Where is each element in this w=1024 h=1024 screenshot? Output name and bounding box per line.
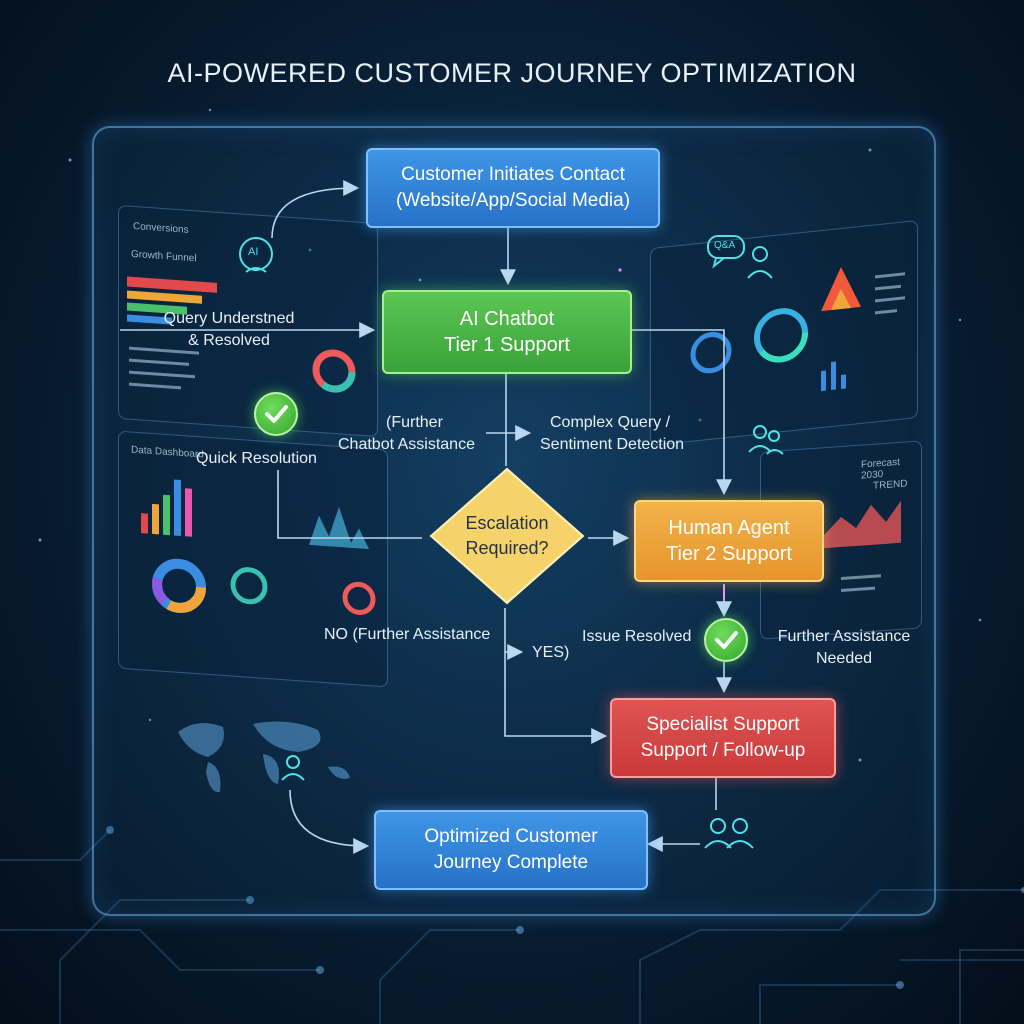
start-line2: (Website/App/Social Media) bbox=[395, 190, 631, 211]
decision-line1: Escalation bbox=[465, 513, 549, 533]
agent-icon bbox=[746, 420, 786, 456]
users-icon bbox=[702, 814, 756, 850]
chat-person-icon: Q&A bbox=[706, 232, 776, 282]
further-needed-line1: Further Assistance bbox=[777, 628, 911, 645]
query-resolved-line2: & Resolved bbox=[188, 332, 270, 349]
ai-head-icon: AI bbox=[232, 232, 280, 276]
check-icon bbox=[254, 392, 298, 436]
analytics-graphic bbox=[690, 267, 905, 392]
check-icon bbox=[704, 618, 748, 662]
right-bottom-dashboard-panel: Forecast 2030 TREND bbox=[760, 440, 922, 640]
specialist-line2: Support / Follow-up bbox=[640, 740, 806, 761]
specialist-node[interactable]: Specialist Support Support / Follow-up bbox=[610, 698, 836, 778]
query-resolved-label: Query Understned & Resolved bbox=[152, 308, 306, 352]
location-person-icon bbox=[278, 752, 308, 782]
further-chatbot-line2: Chatbot Assistance bbox=[338, 436, 475, 453]
end-node[interactable]: Optimized Customer Journey Complete bbox=[374, 810, 648, 890]
chatbot-node[interactable]: AI Chatbot Tier 1 Support bbox=[382, 290, 632, 374]
trend-area-graphic bbox=[821, 500, 901, 593]
human-line2: Tier 2 Support bbox=[666, 543, 792, 565]
complex-query-line1: Complex Query / bbox=[550, 414, 671, 431]
end-line2: Journey Complete bbox=[433, 852, 589, 873]
funnel-chart-graphic bbox=[127, 276, 356, 393]
yes-branch-label: YES) bbox=[532, 644, 570, 661]
world-map-graphic bbox=[178, 721, 350, 793]
decision-text: Escalation Required? bbox=[428, 466, 586, 606]
human-line1: Human Agent bbox=[668, 517, 790, 539]
further-chatbot-line1: (Further bbox=[386, 414, 443, 431]
diamond-shape bbox=[429, 467, 585, 605]
no-branch-label: NO (Further Assistance bbox=[324, 626, 491, 643]
complex-query-line2: Sentiment Detection bbox=[540, 436, 685, 453]
query-resolved-line1: Query Understned bbox=[163, 310, 295, 327]
issue-resolved-label: Issue Resolved bbox=[582, 628, 692, 645]
start-node[interactable]: Customer Initiates Contact (Website/App/… bbox=[366, 148, 660, 228]
decision-line2: Required? bbox=[465, 538, 549, 558]
further-needed-line2: Needed bbox=[815, 650, 873, 667]
decision-diamond[interactable]: Escalation Required? bbox=[428, 466, 586, 606]
end-line1: Optimized Customer bbox=[424, 826, 598, 847]
specialist-line1: Specialist Support bbox=[646, 714, 800, 735]
further-chatbot-label: (Further Chatbot Assistance bbox=[338, 412, 475, 456]
human-agent-node[interactable]: Human Agent Tier 2 Support bbox=[634, 500, 824, 582]
quick-resolution-label: Quick Resolution bbox=[196, 450, 317, 467]
further-needed-label: Further Assistance Needed bbox=[770, 626, 918, 670]
left-top-dashboard-panel: Conversions Growth Funnel bbox=[118, 204, 378, 438]
right-top-dashboard-panel bbox=[650, 219, 918, 447]
page-title: AI-POWERED CUSTOMER JOURNEY OPTIMIZATION bbox=[167, 58, 857, 88]
chatbot-line2: Tier 1 Support bbox=[444, 334, 570, 356]
chatbot-line1: AI Chatbot bbox=[459, 308, 555, 330]
ai-badge-text: AI bbox=[248, 246, 259, 258]
start-line1: Customer Initiates Contact bbox=[401, 164, 625, 185]
chat-badge-text: Q&A bbox=[714, 240, 736, 251]
complex-query-label: Complex Query / Sentiment Detection bbox=[540, 412, 684, 456]
